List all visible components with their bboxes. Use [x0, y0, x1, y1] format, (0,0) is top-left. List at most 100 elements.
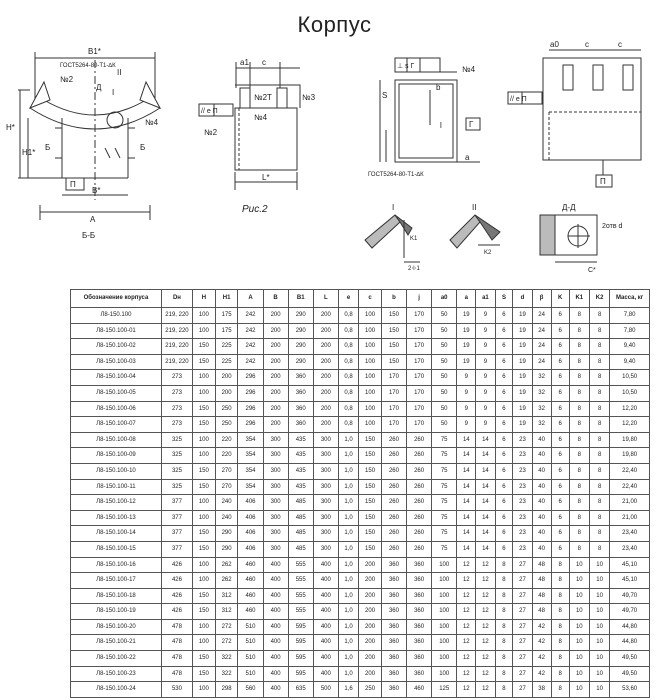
designation-cell: Л8-150.100-08: [70, 431, 162, 449]
table-cell: 12: [456, 603, 477, 620]
table-cell: 150: [358, 509, 382, 527]
label-k2: K2: [484, 250, 492, 256]
table-cell: 8: [568, 416, 590, 433]
table-cell: 14: [456, 462, 477, 480]
table-cell: 8: [588, 322, 611, 340]
column-header: b: [380, 289, 408, 308]
table-cell: 10,50: [609, 369, 650, 386]
label-k1: K1: [410, 236, 418, 242]
table-cell: 24: [531, 353, 552, 371]
table-cell: 9: [456, 384, 477, 402]
table-cell: 14: [456, 478, 477, 496]
table-cell: 170: [406, 384, 433, 402]
label-c: c: [262, 58, 266, 67]
table-cell: 360: [406, 634, 433, 652]
label-detail-i: I: [392, 203, 394, 212]
table-cell: 50: [431, 384, 458, 402]
label-b-left: Б: [45, 143, 50, 152]
table-cell: 14: [456, 509, 477, 527]
table-cell: 354: [237, 431, 264, 449]
table-cell: 6: [494, 416, 514, 433]
table-cell: 49,50: [609, 650, 650, 667]
table-cell: 27: [512, 572, 533, 589]
column-header: a0: [431, 289, 458, 308]
table-cell: 377: [160, 509, 194, 527]
label-d: Д: [96, 83, 102, 92]
table-cell: 10: [568, 603, 590, 620]
table-cell: 260: [380, 462, 408, 480]
table-cell: 1,0: [337, 447, 360, 464]
column-header: H1: [214, 289, 239, 308]
table-cell: 200: [214, 384, 239, 402]
designation-cell: Л8-150.100-13: [70, 509, 162, 527]
table-cell: 23,40: [609, 525, 650, 542]
table-cell: 354: [237, 462, 264, 480]
column-header: c: [358, 289, 382, 308]
table-cell: 75: [431, 462, 458, 480]
column-header: Обозначение корпуса: [70, 289, 162, 308]
table-cell: 300: [312, 478, 339, 496]
label-a-small: a: [465, 153, 470, 162]
table-cell: 6: [494, 447, 514, 464]
table-cell: 322: [214, 665, 239, 683]
table-cell: 100: [358, 416, 382, 433]
table-cell: 10: [568, 681, 590, 698]
table-cell: 12: [456, 587, 477, 605]
table-cell: 272: [214, 618, 239, 636]
table-cell: 426: [160, 572, 194, 589]
table-cell: 48: [531, 556, 552, 574]
table-cell: 485: [287, 494, 314, 511]
table-cell: 400: [262, 650, 289, 667]
designation-cell: Л8-150.100-03: [70, 353, 162, 371]
designation-cell: Л8-150.100-12: [70, 494, 162, 511]
table-cell: 8: [494, 572, 514, 589]
table-cell: 262: [214, 572, 239, 589]
table-cell: 1,0: [337, 540, 360, 558]
table-cell: 150: [192, 587, 216, 605]
table-cell: 290: [214, 525, 239, 542]
table-cell: 0,8: [337, 369, 360, 386]
label-mark-i: I: [112, 88, 114, 97]
table-cell: 260: [380, 447, 408, 464]
table-cell: 50: [431, 369, 458, 386]
designation-cell: Л8-150.100-21: [70, 634, 162, 652]
table-cell: 1,0: [337, 665, 360, 683]
table-cell: 290: [287, 307, 314, 324]
table-cell: 360: [406, 572, 433, 589]
column-header: K2: [588, 289, 611, 308]
table-cell: 150: [358, 447, 382, 464]
table-cell: 6: [550, 494, 570, 511]
label-a: A: [90, 215, 96, 224]
table-cell: 19: [512, 338, 533, 355]
table-cell: 6: [494, 525, 514, 542]
label-n2-mid: №2: [204, 128, 218, 137]
table-cell: 150: [192, 462, 216, 480]
table-cell: 0,8: [337, 400, 360, 418]
table-cell: 150: [358, 525, 382, 542]
table-cell: 8: [588, 509, 611, 527]
table-cell: 400: [262, 665, 289, 683]
table-cell: 125: [431, 681, 458, 698]
table-cell: 10: [568, 665, 590, 683]
table-cell: 19,80: [609, 431, 650, 449]
table-cell: 260: [406, 525, 433, 542]
table-cell: 400: [312, 665, 339, 683]
table-cell: 300: [312, 494, 339, 511]
table-cell: 0,8: [337, 353, 360, 371]
label-c-right2: c: [618, 40, 622, 49]
table-cell: 6: [494, 369, 514, 386]
table-cell: 9: [475, 369, 496, 386]
label-tol1-right: // е П: [510, 96, 527, 103]
designation-cell: Л8-150.100-19: [70, 603, 162, 620]
table-cell: 510: [237, 650, 264, 667]
table-cell: 48: [531, 572, 552, 589]
label-l-small: l: [440, 121, 442, 130]
table-cell: 150: [192, 353, 216, 371]
table-cell: 50: [431, 400, 458, 418]
table-cell: 426: [160, 556, 194, 574]
table-cell: 260: [406, 478, 433, 496]
table-cell: 19,80: [609, 447, 650, 464]
table-cell: 8: [568, 431, 590, 449]
